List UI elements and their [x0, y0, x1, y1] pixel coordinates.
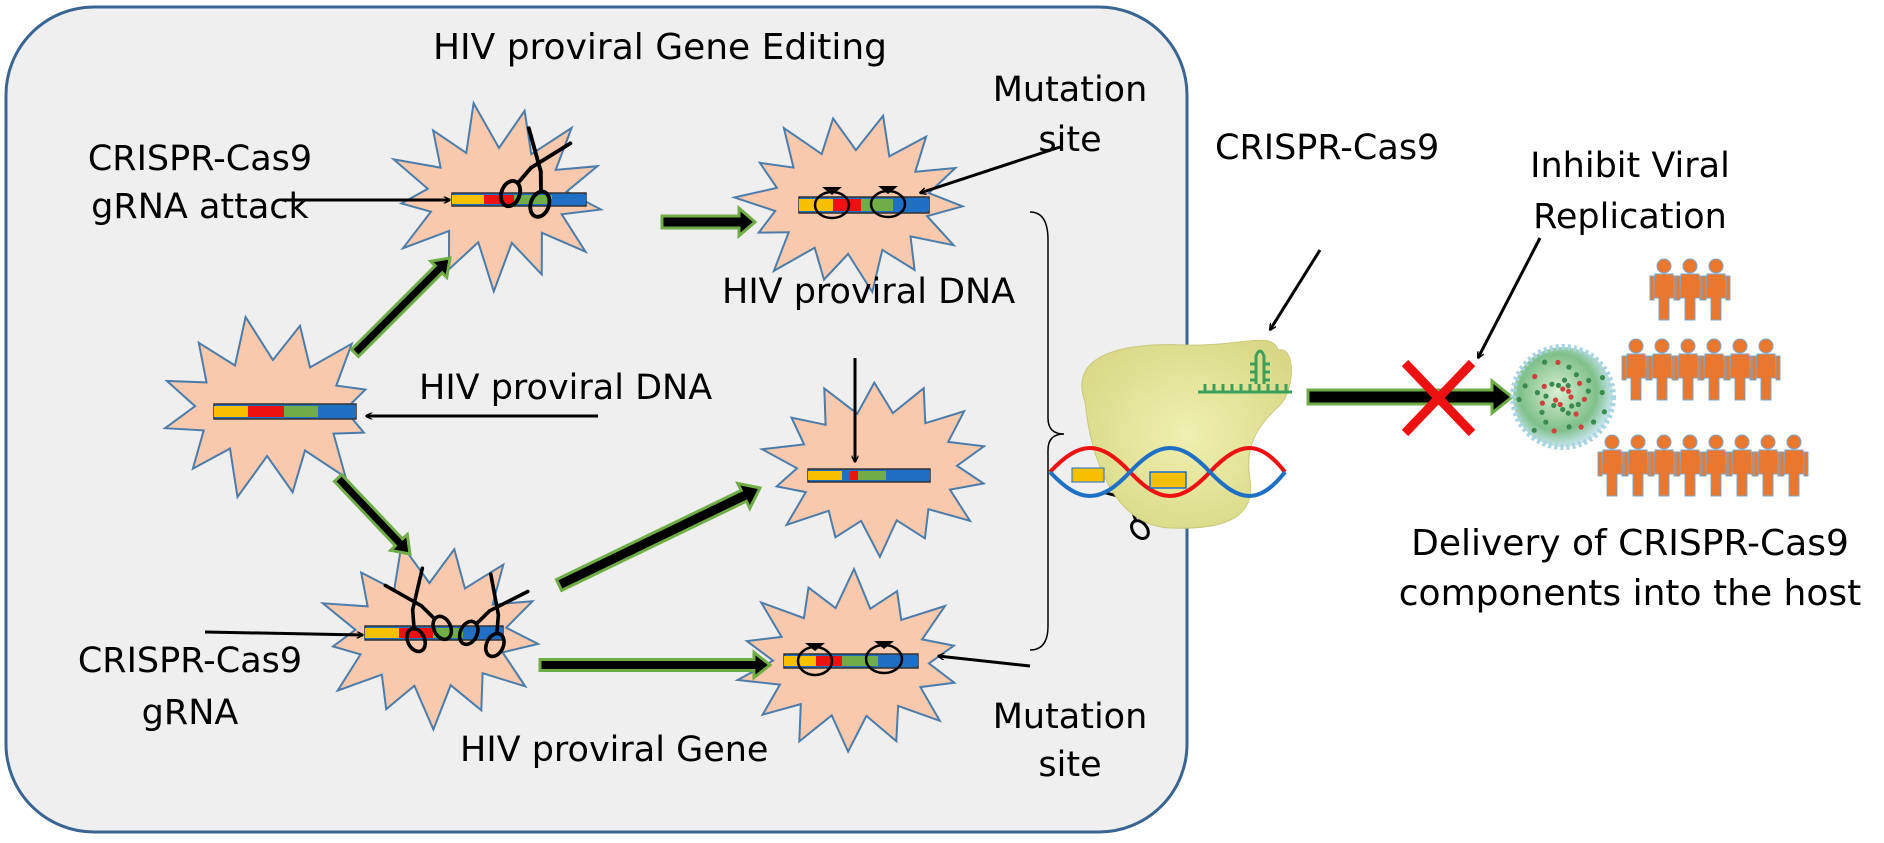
virus-icon — [1510, 344, 1616, 450]
label-mutation-site-top-line2: site — [1038, 120, 1102, 160]
dna-bar-excised — [807, 468, 931, 483]
label-hiv-proviral-dna-top: HIV proviral DNA — [722, 272, 1016, 312]
mutation-caps — [805, 186, 898, 651]
label-mutation-site-bottom-line1: Mutation — [992, 697, 1148, 737]
guide-rna-icon — [1198, 349, 1292, 394]
person-icon — [1597, 434, 1627, 497]
label-inhibit-line1: Inhibit Viral — [1530, 146, 1730, 186]
label-delivery-line1: Delivery of CRISPR-Cas9 — [1411, 523, 1849, 564]
pointer-gRNA-bottom — [204, 630, 363, 635]
scissors-icon — [457, 572, 530, 659]
person-icon — [1751, 338, 1781, 401]
label-gRNA-attack-line1: CRISPR-Cas9 — [87, 139, 313, 179]
person-icon — [1623, 434, 1653, 497]
grouping-bracket — [1029, 211, 1065, 651]
person-icon — [1727, 434, 1757, 497]
pointer-arrows — [204, 145, 1542, 668]
person-icon — [1621, 338, 1651, 401]
arrow-to-gRNA-bottom — [332, 472, 412, 556]
arrow-to-virus — [1306, 377, 1515, 417]
arrow-to-attack — [349, 256, 452, 359]
label-mutation-site-top-line1: Mutation — [992, 70, 1148, 110]
person-icon — [1701, 258, 1731, 321]
person-icon — [1649, 434, 1679, 497]
pointer-crispr-cas9 — [1268, 249, 1322, 330]
person-icon — [1699, 338, 1729, 401]
label-mutation-site-bottom-line2: site — [1038, 745, 1102, 785]
label-delivery-line2: components into the host — [1398, 573, 1862, 614]
proviral-dna-bars — [213, 192, 931, 669]
person-icon — [1649, 258, 1679, 321]
person-icon — [1725, 338, 1755, 401]
label-hiv-proviral-gene: HIV proviral Gene — [460, 730, 769, 770]
host-population — [1597, 258, 1809, 497]
pointer-inhibit — [1476, 237, 1542, 358]
dna-bar-mutated-top — [798, 196, 930, 214]
person-icon — [1675, 434, 1705, 497]
process-arrows — [332, 204, 773, 681]
scissors-icon — [383, 566, 454, 654]
arrow-to-mutated-top — [660, 204, 758, 240]
person-icon — [1701, 434, 1731, 497]
label-crispr-cas9: CRISPR-Cas9 — [1215, 128, 1440, 168]
host-cell — [1048, 339, 1292, 529]
person-icon — [1675, 258, 1705, 321]
arrow-to-excised — [554, 481, 763, 593]
scissors-icon — [498, 126, 573, 219]
label-gRNA-bottom-line1: CRISPR-Cas9 — [77, 641, 303, 681]
dna-bar-mutated-bottom — [783, 653, 919, 669]
person-icon — [1753, 434, 1783, 497]
dna-bar-original — [213, 403, 357, 420]
label-gRNA-bottom-line2: gRNA — [141, 693, 239, 733]
pointer-mutation-bottom — [938, 656, 1031, 668]
panel-title: HIV proviral Gene Editing — [432, 27, 888, 68]
label-inhibit-line2: Replication — [1533, 197, 1727, 237]
person-icon — [1673, 338, 1703, 401]
person-icon — [1779, 434, 1809, 497]
double-helix-icon — [1048, 446, 1287, 498]
blocked-x-icon — [1401, 359, 1476, 437]
arrow-to-mutated-bottom — [538, 649, 773, 681]
person-icon — [1647, 338, 1677, 401]
label-hiv-proviral-dna-mid: HIV proviral DNA — [419, 368, 713, 408]
label-gRNA-attack-line2: gRNA attack — [91, 187, 309, 227]
pointer-mutation-top — [920, 145, 1061, 193]
